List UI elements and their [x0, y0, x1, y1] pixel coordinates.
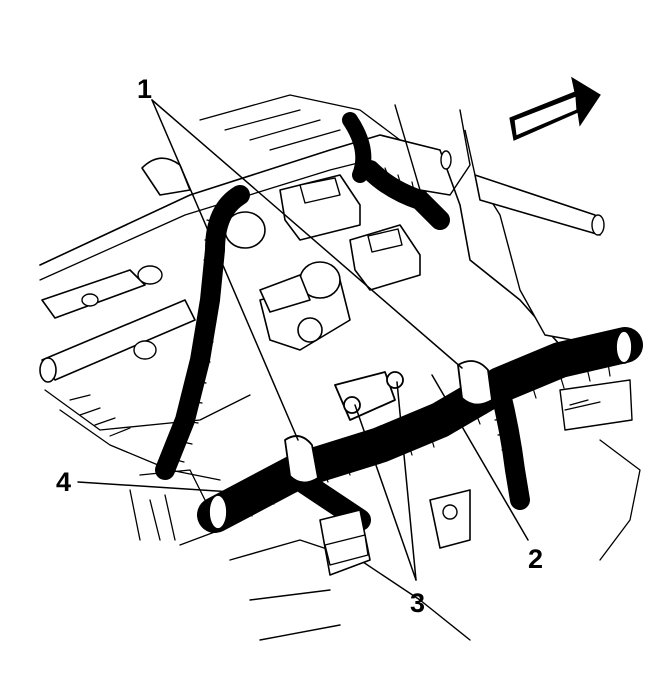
leader-2: [431, 374, 529, 541]
harness-clips: [284, 360, 493, 576]
leader-lines: [77, 99, 529, 581]
leader-3a: [354, 404, 417, 581]
callout-3: 3: [410, 588, 426, 618]
coil-connectors: [224, 174, 421, 351]
leader-4: [77, 481, 233, 493]
callout-2: 2: [528, 544, 544, 574]
direction-arrow-icon: [509, 76, 601, 141]
callout-1: 1: [137, 74, 153, 104]
leader-1a: [151, 99, 299, 441]
upper-harness: [155, 112, 530, 510]
leader-3b: [396, 381, 417, 581]
leader-1b: [151, 99, 463, 369]
callout-4: 4: [56, 467, 72, 497]
